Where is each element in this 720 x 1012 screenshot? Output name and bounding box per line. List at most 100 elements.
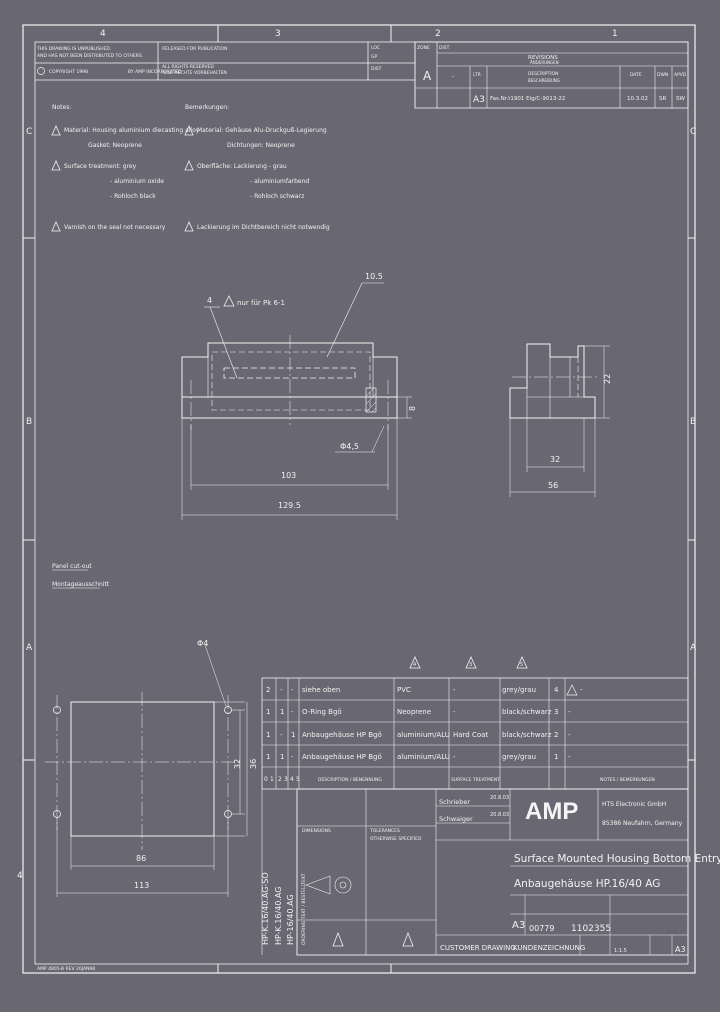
warning-triangle-icon: [332, 931, 344, 947]
zone-header: ZONE: [417, 45, 430, 51]
projection-symbol-icon: [305, 875, 352, 895]
apvd-header: APVD: [674, 72, 687, 78]
notes-heading-en: Notes:: [52, 104, 71, 111]
revisions-subtitle: ÄNDERUNGEN: [530, 60, 559, 65]
svg-text:1: 1: [554, 753, 558, 761]
company-name: HTS Electronic GmbH: [602, 801, 666, 808]
chk-name: Schwaiger: [439, 815, 473, 823]
zone-label-bottom-4: 4: [17, 871, 23, 881]
sheet-inner-border: [34, 41, 689, 965]
cutout-dim-36: 36: [249, 759, 258, 769]
svg-text:aluminium/ALU: aluminium/ALU: [397, 731, 450, 739]
dwn-name: Schrieber: [439, 798, 470, 806]
svg-text:NOTES / BEMERKUNGEN: NOTES / BEMERKUNGEN: [600, 777, 655, 783]
note-2-de: Oberfläche: Lackierung - grau: [197, 163, 287, 170]
cutout-dim-32: 32: [233, 759, 242, 769]
tolerances-label: TOLERANCES: [369, 828, 400, 834]
vertical-order-2: HP-K.16/40.AG: [274, 887, 283, 945]
svg-text:-: -: [568, 708, 571, 716]
note-3-en: Varnish on the seal not necessary: [64, 224, 166, 231]
dim-129: 129.5: [278, 501, 301, 510]
amp-logo: AMP: [525, 798, 578, 825]
note-2-de-b: - aluminiumfarbend: [250, 178, 309, 185]
ltr-header: LTR: [473, 72, 481, 78]
title-de: Anbaugehäuse HP.16/40 AG: [514, 878, 660, 890]
svg-text:black/schwarz: black/schwarz: [502, 731, 552, 739]
svg-text:Hard Coat: Hard Coat: [453, 731, 488, 739]
dimensions-label: DIMENSIONS: [302, 828, 331, 834]
svg-text:-: -: [580, 686, 583, 694]
note-2-en: Surface treatment: grey: [64, 163, 137, 170]
zone-label-top-4: 4: [100, 29, 106, 39]
svg-text:black/schwarz: black/schwarz: [502, 708, 552, 716]
callout-4: 4: [207, 296, 212, 305]
svg-text:Anbaugehäuse HP Bgö: Anbaugehäuse HP Bgö: [302, 753, 382, 761]
kunden-zeichnung: KUNDENZEICHNUNG: [513, 944, 585, 952]
vertical-order-4: ORDERING TEXT / BESTELLTEXT: [301, 873, 307, 945]
table-row: 2 - - siehe oben PVC - grey/grau 4 -: [266, 684, 583, 696]
side-dim-32: 32: [550, 455, 560, 464]
dist-header: DIST: [439, 45, 450, 51]
svg-text:aluminium/ALU: aluminium/ALU: [397, 753, 450, 761]
svg-text:O-Ring Bgö: O-Ring Bgö: [302, 708, 342, 716]
revisions-block: ZONE DIST REVISIONS ÄNDERUNGEN A LTR DES…: [414, 41, 689, 109]
vertical-order-1: HP-K.16/40.AG-SO: [261, 872, 270, 945]
tri-label-5: 5: [520, 662, 523, 668]
sheet-border: [22, 24, 696, 974]
svg-text:1: 1: [280, 753, 284, 761]
cutout-dim-86: 86: [136, 854, 146, 863]
release-1: RELEASED FOR PUBLICATION: [162, 46, 227, 52]
tolerances-text: OTHERWISE SPECIFIED: [370, 836, 422, 842]
dim-dia: Φ4,5: [340, 442, 359, 451]
table-row: 1 1 - Anbaugehäuse HP Bgö aluminium/ALU …: [266, 753, 571, 761]
zone-label-side-a-right: A: [690, 643, 697, 653]
svg-text:siehe oben: siehe oben: [302, 686, 340, 694]
svg-text:-: -: [280, 686, 283, 694]
svg-text:-: -: [453, 686, 456, 694]
desc-header: DESCRIPTION: [528, 71, 558, 77]
svg-text:Anbaugehäuse HP Bgö: Anbaugehäuse HP Bgö: [302, 731, 382, 739]
svg-text:-: -: [280, 731, 283, 739]
note-1-en-b: Gasket: Neoprene: [88, 142, 142, 149]
dwn-date: 20.8.03: [490, 795, 509, 801]
customer-drawing: CUSTOMER DRAWING: [440, 944, 516, 952]
notice-4: BY AMP INCORPORATED: [128, 69, 182, 75]
table-row: 1 - 1 Anbaugehäuse HP Bgö aluminium/ALU …: [266, 731, 571, 739]
chk-date: 20.8.03: [490, 812, 509, 818]
notice-1: THIS DRAWING IS UNPUBLISHED.: [36, 46, 111, 52]
date-header: DATE: [630, 72, 642, 78]
rev-row-date: 10.3.02: [627, 96, 648, 102]
cutout-label-en: Panel cut-out: [52, 563, 92, 570]
svg-text:3: 3: [554, 708, 558, 716]
svg-text:3: 3: [284, 776, 288, 783]
cutout-dim-hole: Φ4: [197, 639, 208, 648]
svg-text:0: 0: [264, 776, 268, 783]
vertical-order-3: HP-16/40.AG: [286, 894, 295, 945]
table-footer: 0 1 2 3 4 5 DESCRIPTION / BENENNUNG SURF…: [264, 776, 655, 783]
zone-label-side-c: C: [26, 127, 32, 137]
title-block: Schrieber 20.8.03 Schwaiger 20.8.03 AMP …: [37, 788, 720, 972]
zone-label-top-1: 1: [612, 29, 618, 39]
svg-text:1: 1: [280, 708, 284, 716]
notes-heading-de: Bemerkungen:: [185, 104, 229, 111]
title-en: Surface Mounted Housing Bottom Entry: [514, 853, 720, 865]
side-dim-56: 56: [548, 481, 558, 490]
svg-text:-: -: [568, 753, 571, 761]
svg-text:-: -: [453, 753, 456, 761]
note-2-en-b: - aluminium oxide: [110, 178, 164, 185]
rev-row-dwn: SR: [659, 96, 666, 102]
zone-label-top-3: 3: [275, 29, 281, 39]
rev-row-apvd: SW: [676, 96, 685, 102]
revisions-title: REVISIONS: [528, 55, 558, 61]
svg-text:4: 4: [290, 776, 294, 783]
oring-hatch: [365, 387, 377, 413]
note-3-de: Lackierung im Dichtbereich nicht notwend…: [197, 224, 330, 231]
svg-text:-: -: [453, 708, 456, 716]
size-value: A3: [512, 920, 525, 931]
table-row: 1 1 - O-Ring Bgö Neoprene - black/schwar…: [266, 708, 571, 716]
sheet-value: A3: [675, 945, 686, 954]
cutout-label-de: Montageausschnitt: [52, 581, 110, 588]
loc-value: GP: [371, 54, 377, 60]
svg-text:-: -: [291, 708, 294, 716]
